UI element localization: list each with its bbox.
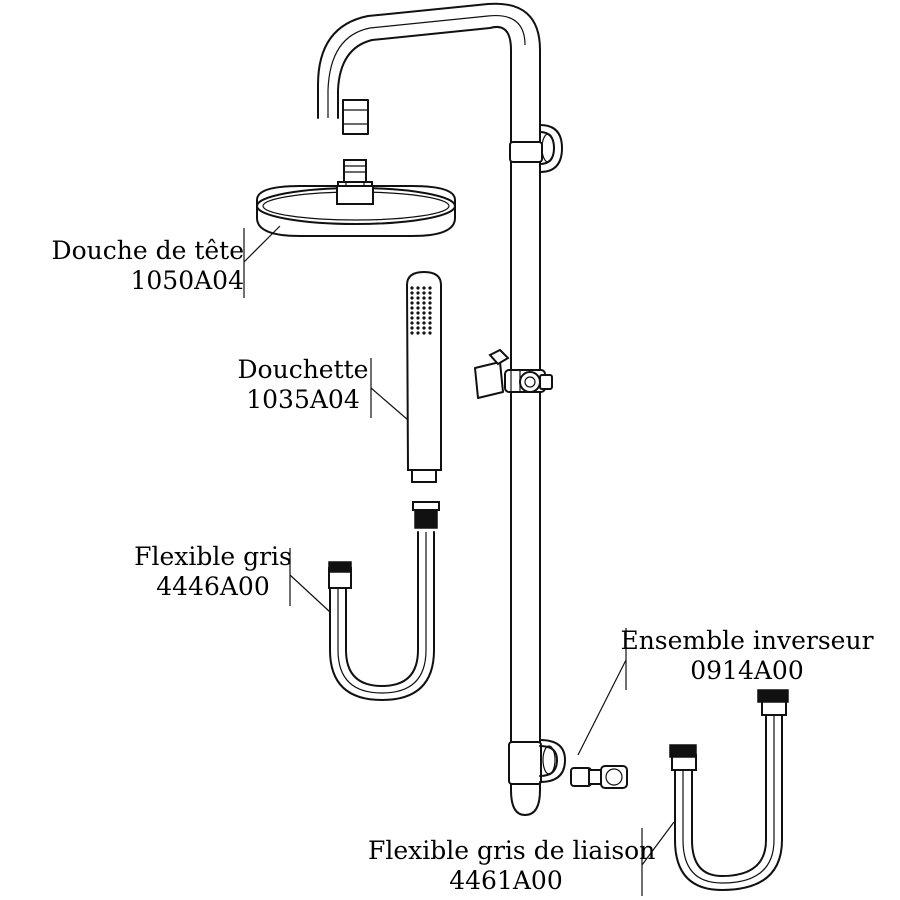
shower-column <box>317 2 566 816</box>
hand-shower-name: Douchette <box>237 355 369 384</box>
diverter-ref: 0914A00 <box>690 656 804 685</box>
nozzle-dot <box>410 301 414 305</box>
nozzle-dot <box>410 296 414 300</box>
nozzle-dot <box>428 301 432 305</box>
nozzle-dot <box>410 311 414 315</box>
grey-hose-ref: 4446A00 <box>156 572 270 601</box>
nozzle-dot <box>422 311 426 315</box>
nozzle-dot <box>428 296 432 300</box>
diverter-name: Ensemble inverseur <box>620 626 874 655</box>
hand-shower-ref: 1035A04 <box>246 385 360 414</box>
nozzle-dot <box>422 291 426 295</box>
nozzle-dot <box>428 316 432 320</box>
diverter-drawing <box>570 765 628 789</box>
label-grey-hose: Flexible gris 4446A00 <box>128 542 298 602</box>
nozzle-dot <box>416 301 420 305</box>
nozzle-dot <box>422 286 426 290</box>
nozzle-dot <box>422 301 426 305</box>
nozzle-dots <box>410 286 432 335</box>
nozzle-dot <box>416 326 420 330</box>
nozzle-dot <box>422 306 426 310</box>
nozzle-dot <box>422 321 426 325</box>
hand-shower-drawing <box>405 270 442 529</box>
connecting-hose-name: Flexible gris de liaison <box>368 836 656 865</box>
nozzle-dot <box>410 326 414 330</box>
nozzle-dot <box>410 291 414 295</box>
label-head-shower: Douche de tête 1050A04 <box>40 236 244 296</box>
nozzle-dot <box>422 331 426 335</box>
nozzle-dot <box>416 291 420 295</box>
nozzle-dot <box>416 331 420 335</box>
slider-holder <box>474 348 553 399</box>
nozzle-dot <box>416 306 420 310</box>
nozzle-dot <box>410 316 414 320</box>
nozzle-dot <box>416 286 420 290</box>
nozzle-dot <box>410 321 414 325</box>
nozzle-dot <box>428 326 432 330</box>
nozzle-dot <box>428 306 432 310</box>
nozzle-dot <box>428 331 432 335</box>
nozzle-dot <box>416 321 420 325</box>
nozzle-dot <box>422 316 426 320</box>
connecting-hose-ref: 4461A00 <box>449 866 563 895</box>
nozzle-dot <box>410 286 414 290</box>
nozzle-dot <box>416 311 420 315</box>
nozzle-dot <box>428 321 432 325</box>
nozzle-dot <box>428 291 432 295</box>
label-connecting-hose: Flexible gris de liaison 4461A00 <box>368 836 656 896</box>
connecting-hose-drawing <box>669 689 789 891</box>
nozzle-dot <box>422 326 426 330</box>
grey-hose-name: Flexible gris <box>134 542 292 571</box>
nozzle-dot <box>428 311 432 315</box>
leader-lines <box>243 225 675 896</box>
grey-hose-drawing <box>328 531 435 701</box>
nozzle-dot <box>410 331 414 335</box>
nozzle-dot <box>416 316 420 320</box>
nozzle-dot <box>410 306 414 310</box>
nozzle-dot <box>416 296 420 300</box>
label-hand-shower: Douchette 1035A04 <box>228 355 378 415</box>
head-shower-name: Douche de tête <box>51 236 244 265</box>
label-diverter: Ensemble inverseur 0914A00 <box>616 626 878 686</box>
head-shower-ref: 1050A04 <box>130 266 245 295</box>
nozzle-dot <box>428 286 432 290</box>
head-shower-drawing <box>256 159 456 237</box>
nozzle-dot <box>422 296 426 300</box>
